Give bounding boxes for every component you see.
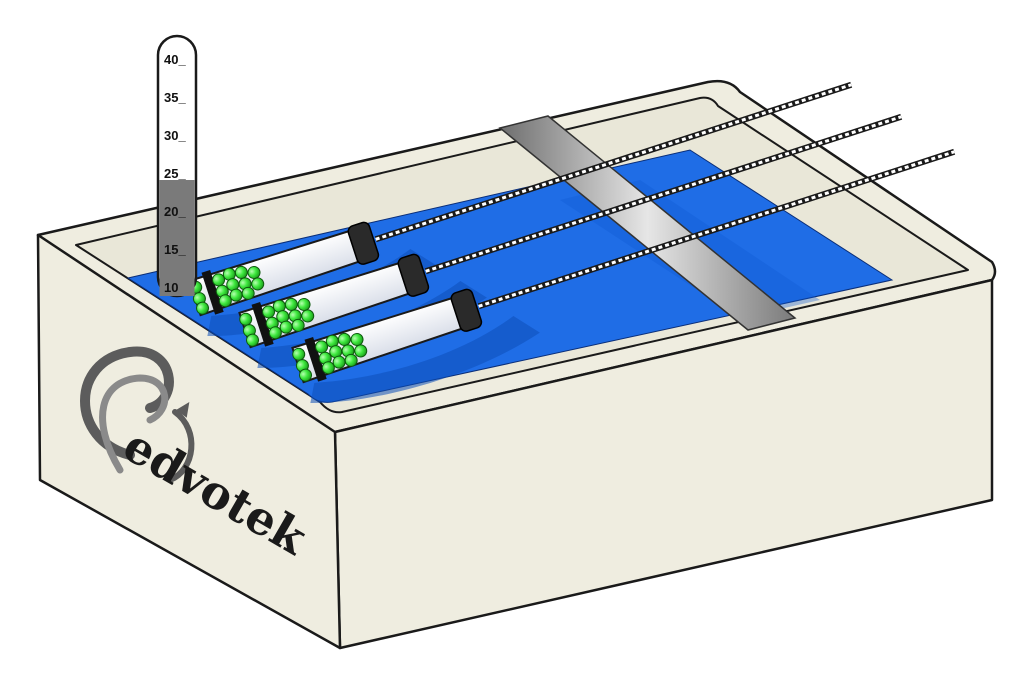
bead (299, 368, 313, 382)
bead (354, 344, 368, 358)
thermometer: 40_ 35_ 30_ 25_ 20_ 15_ 10 (156, 34, 198, 298)
tube-rod-highlight (478, 150, 955, 308)
bead (344, 353, 358, 367)
bead (301, 309, 315, 323)
tube-rod-highlight (425, 115, 902, 273)
bead (291, 318, 305, 332)
tube-cap (450, 288, 483, 332)
thermometer-fill (159, 180, 195, 296)
thermometer-tick-label: 25_ (164, 166, 186, 181)
thermometer-tick-label: 20_ (164, 204, 186, 219)
tube-rod-highlight (375, 83, 852, 241)
tube-3 (291, 148, 956, 404)
tube-band (304, 336, 327, 382)
bead (246, 333, 260, 347)
thermometer-scale: 40_ 35_ 30_ 25_ 20_ 15_ 10 (164, 52, 186, 295)
swirl-logo-icon (80, 346, 195, 483)
thermometer-tick-label: 40_ (164, 52, 186, 67)
tube-cap (397, 253, 430, 297)
thermometer-tick-label: 35_ (164, 90, 186, 105)
bead (196, 301, 210, 315)
tube-shadow (310, 316, 540, 404)
tube-band (251, 301, 274, 347)
clamp-bar-top (498, 115, 797, 331)
clamp-bar (498, 115, 797, 331)
tube-band (201, 269, 224, 315)
thermometer-tick-label: 30_ (164, 128, 186, 143)
tubes-group (188, 81, 956, 404)
bead (241, 286, 255, 300)
thermometer-tick-label: 15_ (164, 242, 186, 257)
tube-cap (347, 221, 380, 265)
bead (251, 277, 265, 291)
thermometer-tick-label: 10 (164, 280, 178, 295)
